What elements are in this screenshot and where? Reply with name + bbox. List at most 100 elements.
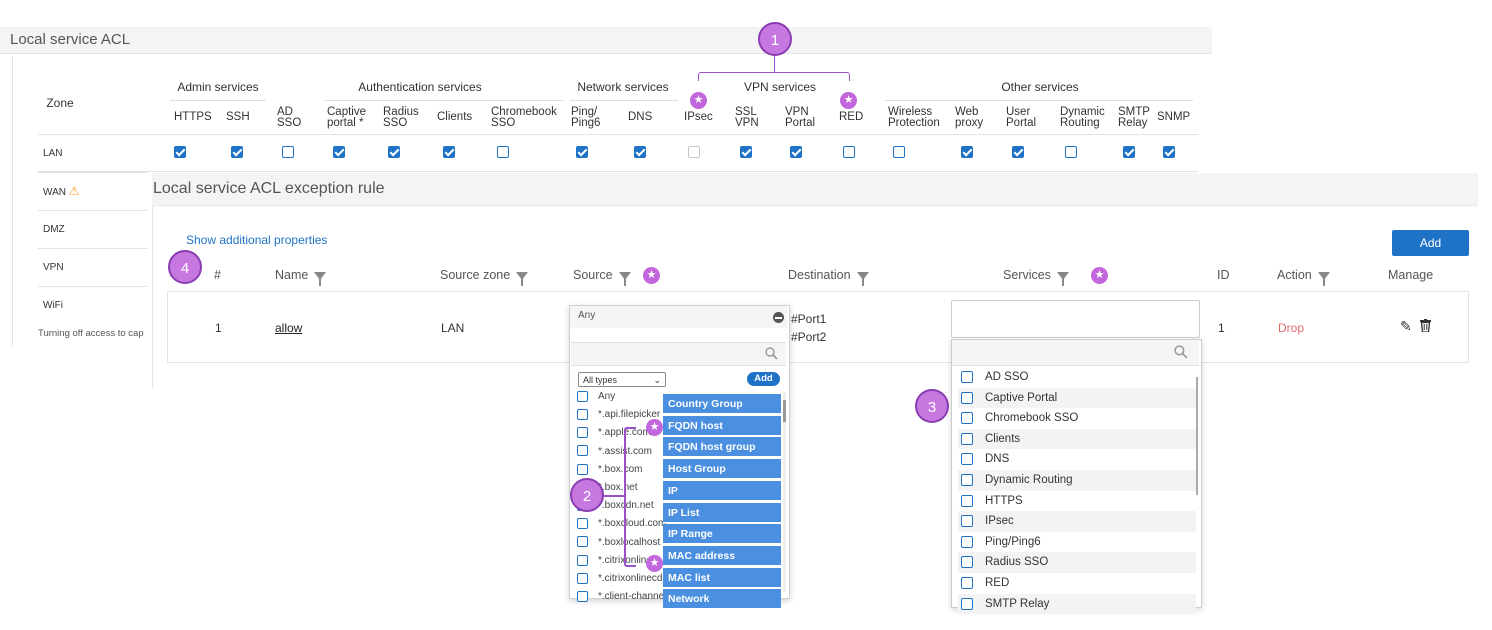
source-scrollbar[interactable] <box>783 392 786 592</box>
checkbox-lan-10[interactable] <box>740 146 752 158</box>
checkbox[interactable] <box>961 494 973 507</box>
menu-item[interactable]: IP List <box>663 502 781 523</box>
checkbox-lan-14[interactable] <box>961 146 973 158</box>
checkbox-lan-11[interactable] <box>790 146 802 158</box>
list-item-label: *.citrixonlinecdn <box>598 573 669 584</box>
list-item[interactable]: *.api.filepicker <box>577 406 660 424</box>
list-item[interactable]: RED <box>958 573 1196 594</box>
list-item[interactable]: *.citrixonlinecdn <box>577 570 668 588</box>
checkbox[interactable] <box>577 463 588 475</box>
filter-icon[interactable] <box>516 271 529 286</box>
menu-item[interactable]: IP Range <box>663 524 781 545</box>
filter-icon[interactable] <box>856 271 869 286</box>
menu-item[interactable]: MAC list <box>663 567 781 588</box>
list-item[interactable]: Ping/Ping6 <box>958 532 1196 553</box>
checkbox[interactable] <box>577 554 588 566</box>
checkbox[interactable] <box>961 556 973 569</box>
checkbox-lan-2[interactable] <box>282 146 294 158</box>
checkbox[interactable] <box>961 432 973 445</box>
checkbox[interactable] <box>577 536 588 548</box>
filter-icon[interactable] <box>618 271 631 286</box>
list-item[interactable]: *.boxcloud.com <box>577 515 666 533</box>
row-name-link[interactable]: allow <box>275 321 303 335</box>
header-source-zone[interactable]: Source zone <box>440 268 529 286</box>
checkbox-lan-12[interactable] <box>843 146 855 158</box>
list-item[interactable]: Clients <box>958 428 1196 450</box>
checkbox-lan-15[interactable] <box>1012 146 1024 158</box>
header-services[interactable]: Services <box>1003 268 1069 286</box>
checkbox-lan-5[interactable] <box>443 146 455 158</box>
list-item[interactable]: *.assist.com <box>577 443 652 461</box>
list-item[interactable]: *.apple.com <box>577 424 651 442</box>
checkbox-lan-13[interactable] <box>893 146 905 158</box>
menu-item[interactable]: FQDN host <box>663 415 781 436</box>
checkbox-lan-18[interactable] <box>1163 146 1175 158</box>
type-filter-select[interactable]: All types ⌄ <box>578 372 666 387</box>
checkbox[interactable] <box>961 453 973 466</box>
minus-circle-icon[interactable] <box>773 312 784 323</box>
menu-item[interactable]: FQDN host group <box>663 437 781 458</box>
menu-item[interactable]: Network <box>663 589 781 610</box>
checkbox[interactable] <box>961 515 973 528</box>
source-selected-field[interactable]: Any <box>570 306 787 328</box>
checkbox[interactable] <box>577 572 588 584</box>
header-source[interactable]: Source <box>573 268 631 286</box>
trash-icon[interactable] <box>1420 319 1431 333</box>
checkbox[interactable] <box>577 591 588 603</box>
checkbox[interactable] <box>961 371 973 383</box>
list-item[interactable]: Chromebook SSO <box>958 408 1196 429</box>
list-item[interactable]: Radius SSO <box>958 552 1196 573</box>
pencil-icon[interactable]: ✎ <box>1400 318 1412 334</box>
filter-icon[interactable] <box>314 271 327 286</box>
menu-item[interactable]: MAC address <box>663 545 781 566</box>
menu-item[interactable]: Country Group <box>663 394 781 414</box>
services-input[interactable] <box>951 300 1200 338</box>
list-item[interactable]: *.boxlocalhost <box>577 534 660 552</box>
checkbox-lan-8[interactable] <box>634 146 646 158</box>
checkbox-lan-4[interactable] <box>388 146 400 158</box>
checkbox-lan-7[interactable] <box>576 146 588 158</box>
menu-item[interactable]: IP <box>663 480 781 501</box>
source-search-input[interactable] <box>571 342 786 366</box>
checkbox[interactable] <box>961 577 973 589</box>
list-item[interactable]: *.box.com <box>577 461 642 479</box>
services-scrollbar[interactable] <box>1196 377 1198 495</box>
header-name[interactable]: Name <box>275 268 327 286</box>
header-services-label: Services <box>1003 268 1051 282</box>
checkbox[interactable] <box>961 535 973 548</box>
checkbox[interactable] <box>577 427 588 439</box>
checkbox[interactable] <box>577 409 588 421</box>
list-item[interactable]: IPsec <box>958 511 1196 532</box>
list-item[interactable]: Captive Portal <box>958 387 1196 409</box>
source-add-button[interactable]: Add <box>747 372 780 386</box>
checkbox-lan-0[interactable] <box>174 146 186 158</box>
checkbox[interactable] <box>577 445 588 457</box>
checkbox[interactable] <box>577 518 588 530</box>
checkbox-lan-1[interactable] <box>231 146 243 158</box>
checkbox-lan-3[interactable] <box>333 146 345 158</box>
filter-icon[interactable] <box>1056 271 1069 286</box>
list-item[interactable]: *.citrixonline <box>577 552 652 570</box>
menu-item[interactable]: Host Group <box>663 459 781 480</box>
checkbox[interactable] <box>577 390 588 402</box>
checkbox[interactable] <box>961 597 973 610</box>
list-item[interactable]: SMTP Relay <box>958 593 1196 615</box>
checkbox-lan-17[interactable] <box>1123 146 1135 158</box>
show-additional-link[interactable]: Show additional properties <box>186 233 328 247</box>
checkbox-lan-6[interactable] <box>497 146 509 158</box>
services-search-input[interactable] <box>952 340 1199 366</box>
header-action[interactable]: Action <box>1277 268 1330 286</box>
checkbox[interactable] <box>961 391 973 404</box>
list-item[interactable]: Dynamic Routing <box>958 470 1196 491</box>
list-item[interactable]: Any <box>577 388 615 406</box>
checkbox[interactable] <box>961 412 973 425</box>
header-destination[interactable]: Destination <box>788 268 869 286</box>
list-item[interactable]: AD SSO <box>958 367 1196 388</box>
filter-icon[interactable] <box>1317 271 1330 286</box>
checkbox[interactable] <box>961 474 973 486</box>
list-item[interactable]: HTTPS <box>958 491 1196 512</box>
add-button[interactable]: Add <box>1392 230 1469 256</box>
list-item[interactable]: DNS <box>958 449 1196 470</box>
list-item[interactable]: *.client-channel <box>577 588 666 606</box>
checkbox-lan-16[interactable] <box>1065 146 1077 158</box>
